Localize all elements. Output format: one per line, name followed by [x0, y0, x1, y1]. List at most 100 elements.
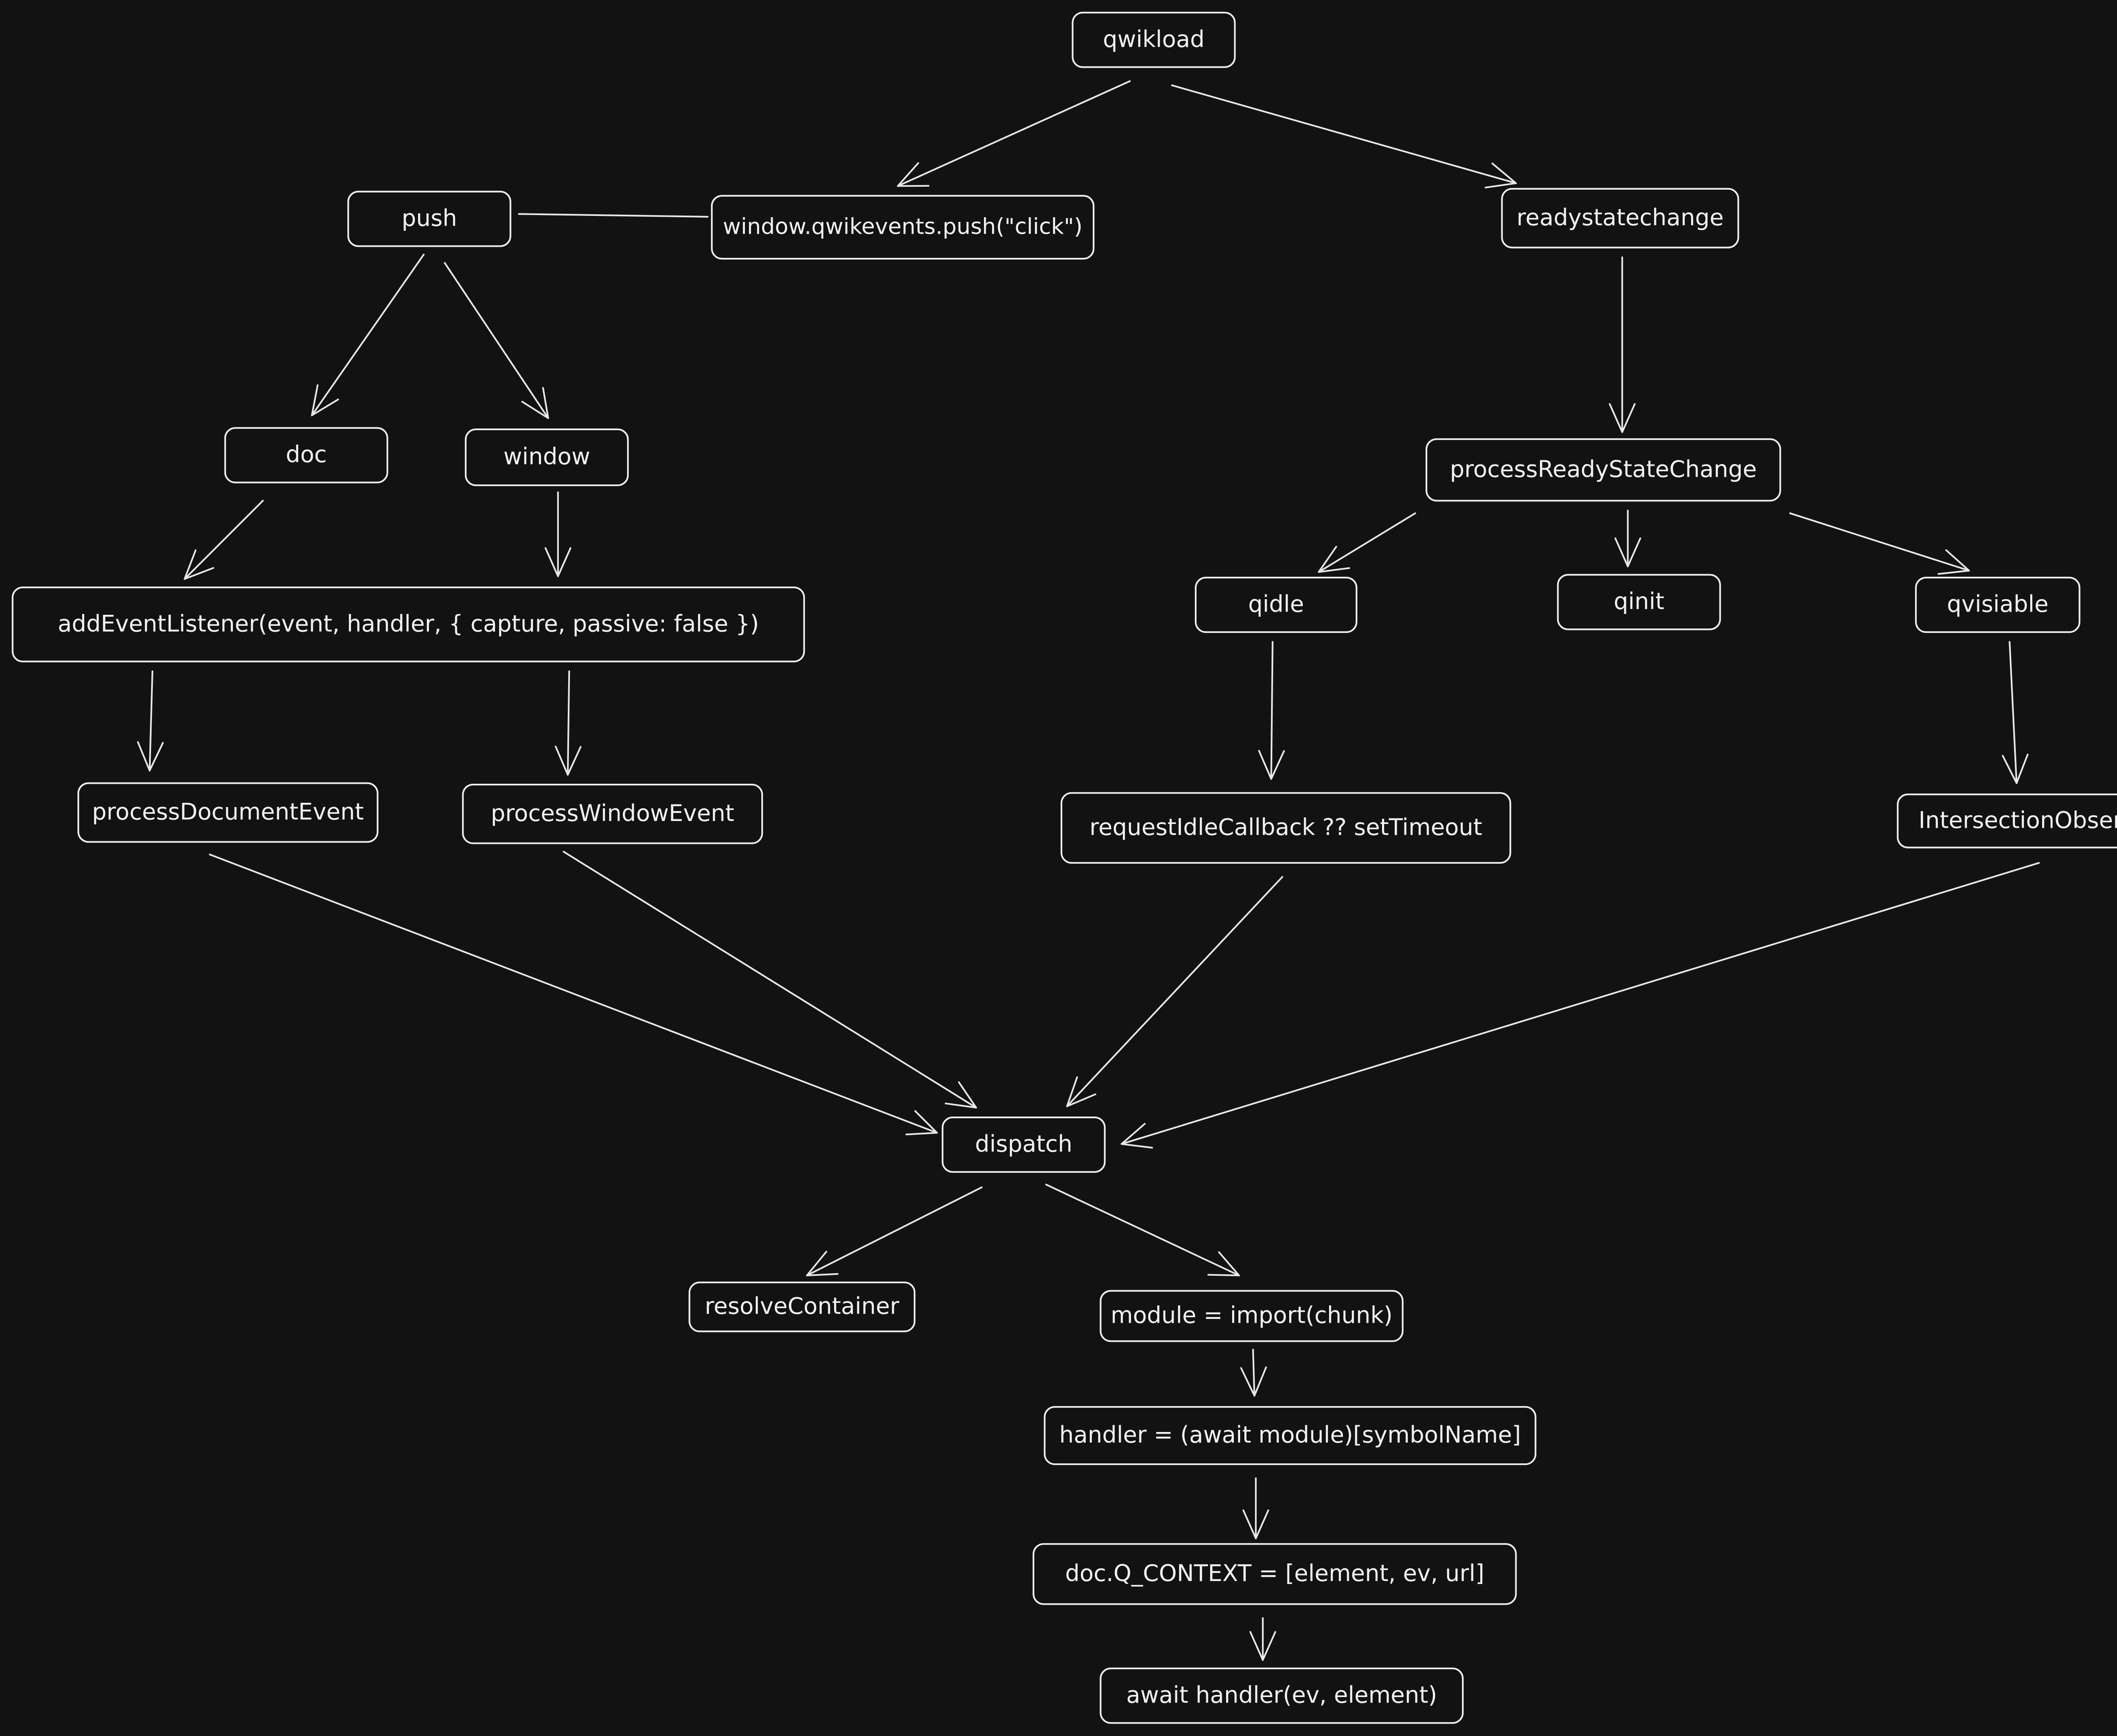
node-handler-lookup: handler = (await module)[symbolName]: [1044, 1406, 1537, 1465]
node-box: [347, 191, 511, 247]
node-box: [711, 195, 1094, 260]
node-label: window.qwikevents.push("click"): [723, 214, 1083, 240]
arrowhead: [521, 387, 549, 419]
node-window-push: window.qwikevents.push("click"): [711, 195, 1094, 260]
edge-window-to-add-event-listener: [544, 491, 572, 577]
edge-line: [806, 1186, 983, 1277]
node-label: dispatch: [975, 1131, 1072, 1157]
node-box: [77, 782, 379, 843]
node-qidle: qidle: [1195, 577, 1357, 633]
node-box: [1915, 577, 2081, 633]
node-box: [464, 428, 629, 487]
node-box: [1501, 188, 1739, 249]
edge-line: [1171, 84, 1517, 184]
arrowhead: [945, 1081, 977, 1108]
edge-dispatch-to-resolve-container: [806, 1186, 983, 1277]
node-label: module = import(chunk): [1111, 1302, 1393, 1329]
edge-line: [567, 670, 570, 776]
edge-line: [563, 851, 977, 1108]
edge-line: [1045, 1183, 1240, 1277]
node-label: window: [503, 443, 590, 470]
node-label: readystatechange: [1517, 204, 1724, 231]
node-label: qidle: [1248, 591, 1304, 617]
node-window: window: [464, 428, 629, 487]
arrowhead: [137, 741, 164, 771]
node-resolve-container: resolveContainer: [688, 1281, 916, 1332]
node-label: processDocumentEvent: [92, 799, 364, 825]
edges-layer: [137, 80, 2040, 1661]
arrowhead: [311, 384, 339, 416]
edge-process-ready-state-change-to-qinit: [1614, 509, 1642, 567]
edge-qvisiable-to-intersection-observer: [2002, 641, 2029, 784]
arrowhead: [1614, 537, 1642, 567]
arrowhead: [905, 1110, 938, 1136]
arrowhead: [2002, 753, 2029, 784]
node-box: [1100, 1667, 1464, 1724]
edge-readystatechange-to-process-ready-state-change: [1608, 256, 1636, 433]
nodes-layer: qwikload push window.qwikevents.push("clic…: [11, 11, 2117, 1724]
node-process-window-event: processWindowEvent: [462, 783, 763, 844]
node-qwikload: qwikload: [1072, 11, 1236, 68]
edge-q-context-to-await-handler: [1249, 1617, 1277, 1661]
node-label: doc: [286, 441, 327, 468]
arrowhead: [1258, 750, 1285, 780]
node-label: requestIdleCallback ?? setTimeout: [1089, 814, 1482, 840]
arrowhead: [1937, 549, 1970, 575]
node-label: qwikload: [1103, 26, 1205, 53]
node-box: [1100, 1290, 1404, 1342]
node-request-idle-callback: requestIdleCallback ?? setTimeout: [1060, 792, 1512, 864]
arrowhead: [1318, 546, 1350, 573]
arrowhead: [1249, 1631, 1277, 1661]
node-label: qinit: [1614, 588, 1664, 615]
node-box: [1044, 1406, 1537, 1465]
edge-push-to-doc: [311, 254, 425, 416]
node-q-context: doc.Q_CONTEXT = [element, ev, url]: [1032, 1543, 1517, 1605]
node-dispatch: dispatch: [942, 1117, 1106, 1173]
edge-module-import-to-handler-lookup: [1240, 1349, 1267, 1397]
node-label: addEventListener(event, handler, { captu…: [58, 610, 759, 637]
edge-doc-to-add-event-listener: [183, 500, 264, 580]
node-box: [1897, 793, 2117, 849]
node-box: [1060, 792, 1512, 864]
node-box: [1425, 438, 1781, 502]
node-label: qvisiable: [1947, 591, 2048, 617]
arrowhead: [897, 162, 930, 187]
edge-intersection-observer-to-dispatch: [1120, 862, 2040, 1149]
edge-line: [1789, 512, 1970, 572]
edge-add-event-listener-to-process-document-event: [137, 670, 164, 771]
node-qvisiable: qvisiable: [1915, 577, 2081, 633]
node-doc: doc: [224, 427, 388, 484]
edge-process-ready-state-change-to-qidle: [1318, 512, 1416, 573]
node-add-event-listener: addEventListener(event, handler, { captu…: [11, 586, 805, 663]
edge-line: [1252, 1349, 1255, 1397]
edge-dispatch-to-module-import: [1045, 1183, 1240, 1277]
node-label: doc.Q_CONTEXT = [element, ev, url]: [1065, 1560, 1484, 1587]
node-box: [11, 586, 805, 663]
edge-add-event-listener-to-process-window-event: [555, 670, 582, 776]
node-process-ready-state-change: processReadyStateChange: [1425, 438, 1781, 502]
arrowhead: [1207, 1251, 1240, 1277]
edge-line: [1318, 512, 1416, 573]
arrowhead: [1120, 1123, 1153, 1149]
edge-qwikload-to-window-push: [897, 80, 1131, 187]
edge-qidle-to-request-idle-callback: [1258, 641, 1285, 780]
node-readystatechange: readystatechange: [1501, 188, 1739, 249]
edge-line: [1270, 641, 1274, 780]
edge-request-idle-callback-to-dispatch: [1066, 876, 1283, 1107]
node-box: [1557, 574, 1721, 630]
edge-qwikload-to-readystatechange: [1171, 84, 1517, 188]
edge-process-ready-state-change-to-qvisiable: [1789, 512, 1970, 575]
node-label: handler = (await module)[symbolName]: [1059, 1421, 1521, 1448]
arrowhead: [1608, 403, 1636, 433]
node-label: resolveContainer: [705, 1293, 899, 1319]
node-box: [224, 427, 388, 484]
arrowhead: [183, 549, 214, 580]
arrowhead: [806, 1251, 839, 1277]
arrowhead: [555, 746, 582, 776]
node-box: [1072, 11, 1236, 68]
node-label: push: [402, 205, 457, 232]
edge-line: [897, 80, 1131, 187]
node-box: [942, 1117, 1106, 1173]
node-box: [1032, 1543, 1517, 1605]
